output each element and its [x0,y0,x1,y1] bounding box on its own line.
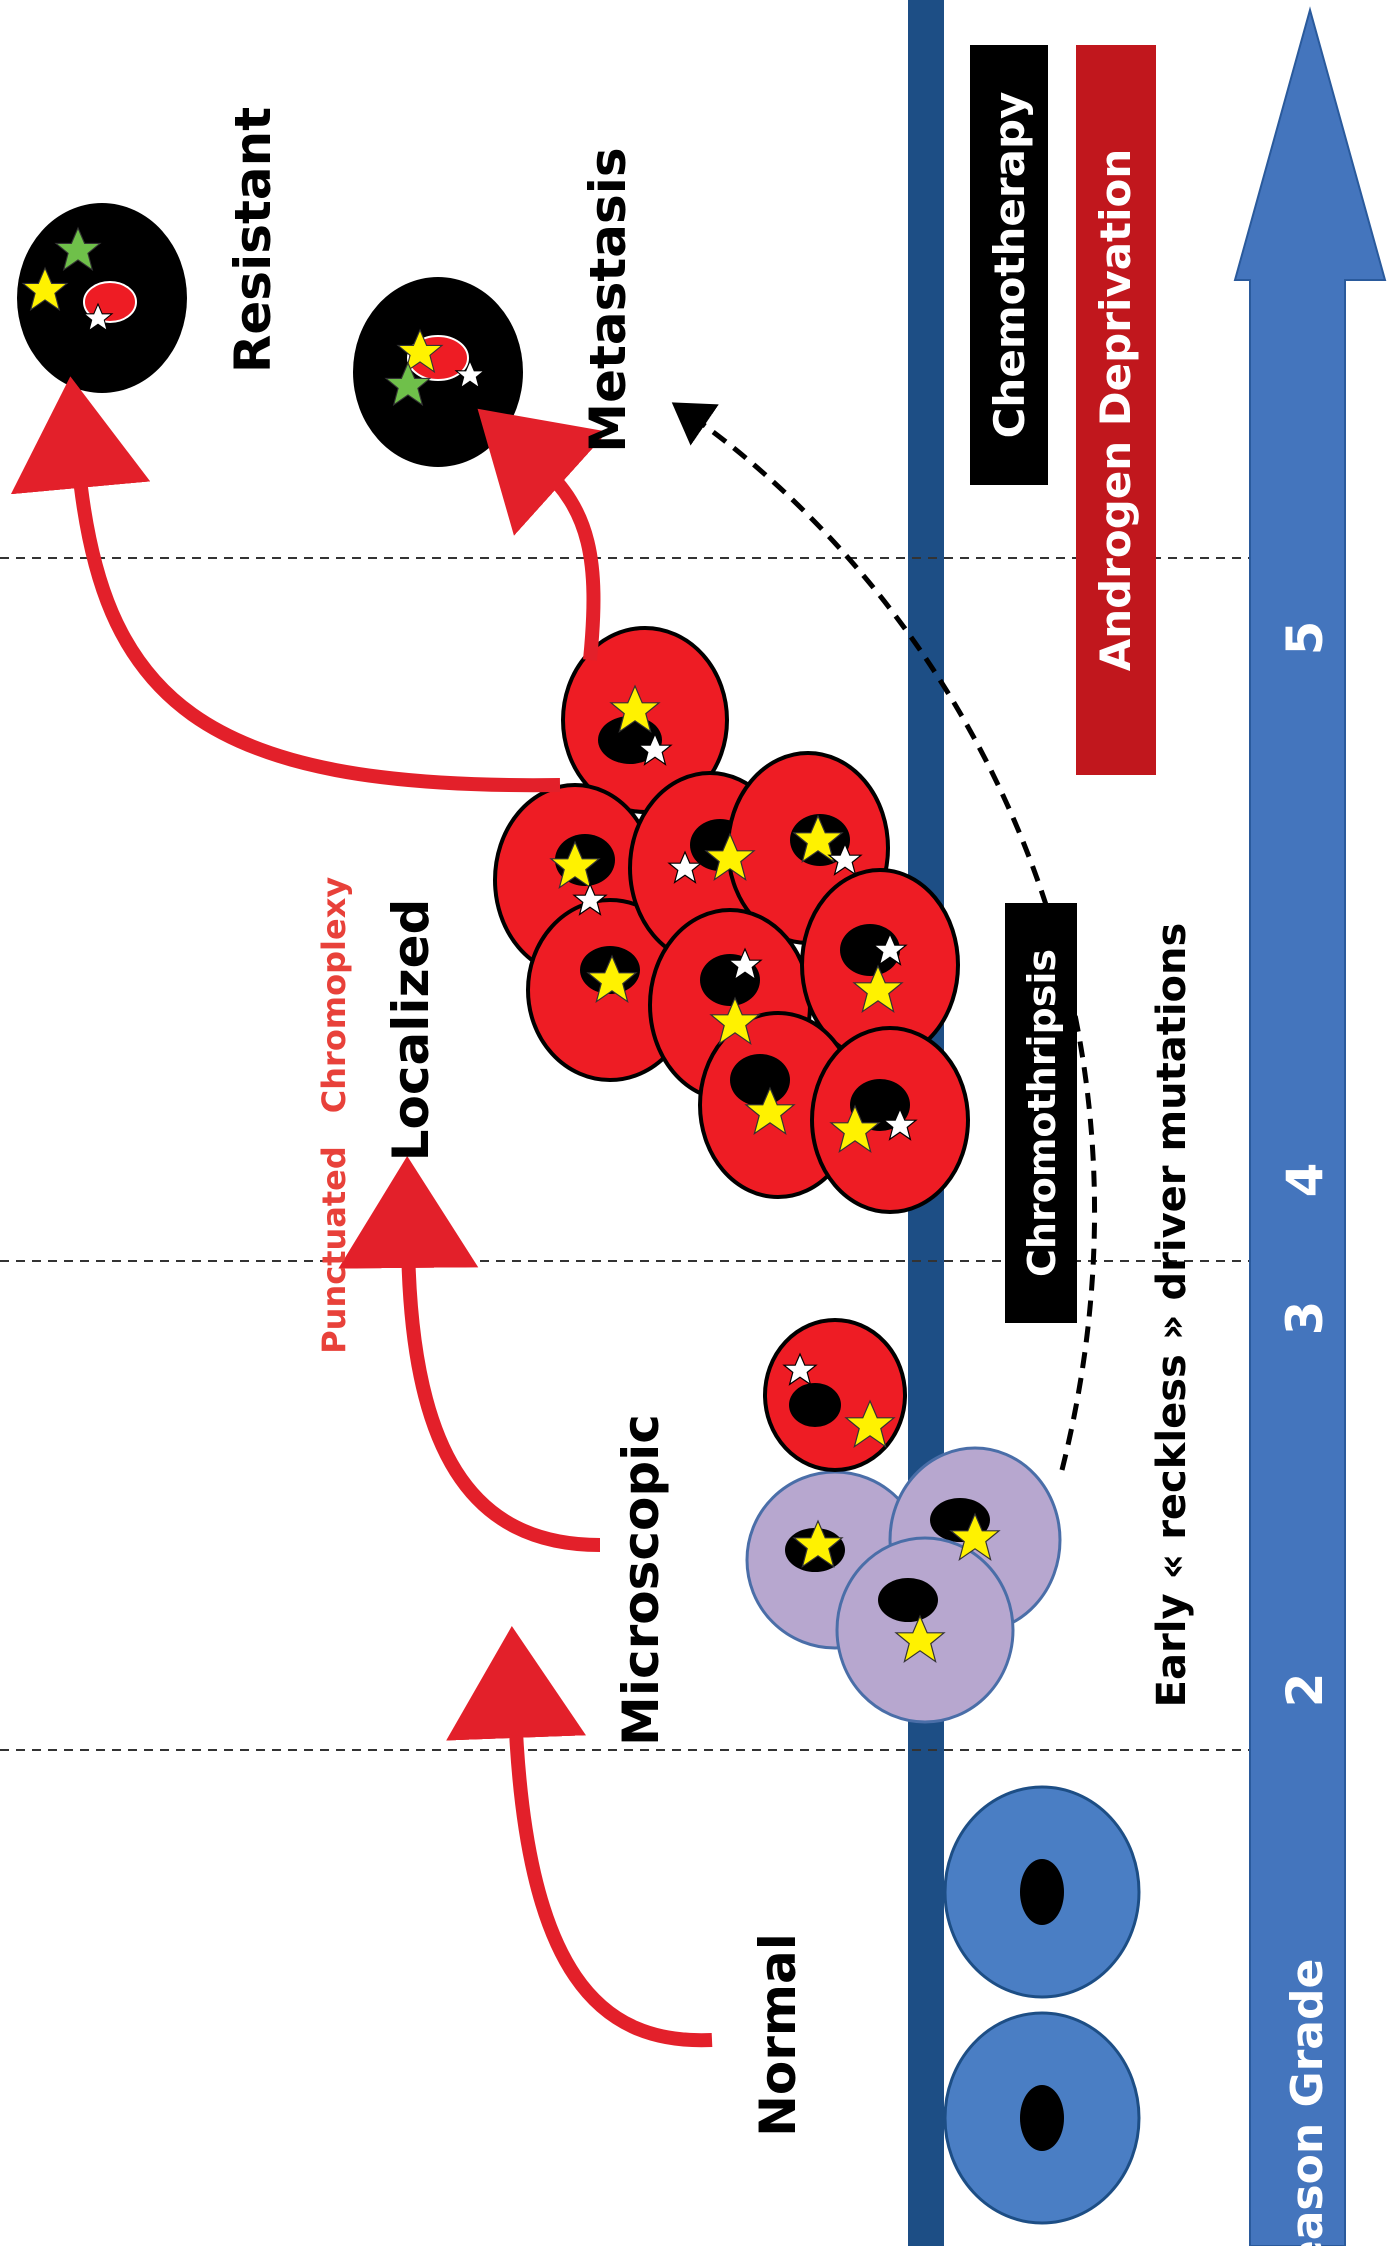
yellow-star-icon [609,684,661,734]
chemotherapy-box: Chemotherapy [970,45,1048,485]
metastasis-label: Metastasis [579,147,637,452]
yellow-star-icon [792,1519,844,1569]
white-star-icon [667,850,703,884]
metastasis-cell [353,277,523,467]
chemotherapy-label: Chemotherapy [985,92,1034,439]
yellow-star-icon [586,954,638,1004]
grade-tick-2: 2 [1276,1673,1334,1708]
white-star-icon [572,882,608,916]
yellow-star-icon [792,814,844,864]
green-star-icon [54,226,102,272]
yellow-star-icon [829,1104,881,1154]
white-star-icon [882,1107,918,1141]
yellow-star-icon [844,1399,896,1449]
gleason-grade-title: Gleason Grade [1282,1959,1333,2246]
androgen-deprivation-label: Androgen Deprivation [1091,149,1140,672]
yellow-star-icon [852,964,904,1014]
early-lesion-cell [763,1318,907,1472]
resistant-label: Resistant [224,107,282,373]
androgen-deprivation-box: Androgen Deprivation [1076,45,1156,775]
chromothripsis-label: Chromothripsis [1020,949,1064,1277]
early-driver-mutations-label: Early « reckless » driver mutations [1149,923,1195,1708]
white-star-icon [827,842,863,876]
progression-arrow-to-resistant [10,376,561,793]
grade-tick-3: 3 [1276,1301,1334,1336]
white-star-icon [727,947,763,981]
white-star-icon [637,732,673,766]
white-star-icon [872,932,908,966]
yellow-star-icon [704,832,756,882]
yellow-star-icon [396,328,444,374]
progression-arrow-microscopic-to-localized [338,1156,601,1552]
punctuated-label: Punctuated [315,1146,353,1354]
yellow-star-icon [21,266,69,312]
progression-arrow-normal-to-microscopic [446,1626,713,2048]
white-star-icon [82,302,114,332]
grade-tick-5: 5 [1276,621,1334,656]
normal-label: Normal [749,1933,807,2137]
yellow-star-icon [894,1614,946,1664]
localized-label: Localized [382,899,440,1162]
normal-cell [943,1785,1141,1999]
white-star-icon [782,1352,818,1386]
yellow-star-icon [744,1086,796,1136]
dashed-arrow-to-metastasis [671,402,1098,1471]
localized-tumor-cell [800,868,960,1062]
progression-arrow-to-metastasis [477,408,608,661]
microscopic-label: Microscopic [612,1414,670,1746]
yellow-star-icon [549,840,601,890]
white-star-icon [454,359,486,389]
chromoplexy-label: Chromoplexy [315,877,353,1114]
yellow-star-icon [949,1512,1001,1562]
yellow-star-icon [709,996,761,1046]
grade-tick-4: 4 [1276,1163,1334,1198]
normal-cell [943,2011,1141,2225]
green-star-icon [384,361,432,407]
gleason-grade-arrow [1233,6,1387,2246]
